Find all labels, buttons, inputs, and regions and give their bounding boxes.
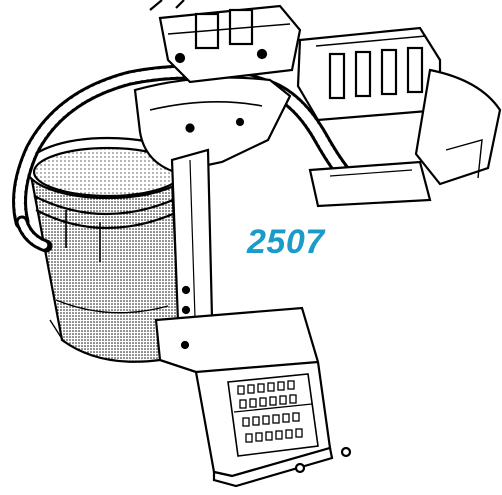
- forearm-assembly: [296, 26, 502, 208]
- bucket: [24, 136, 192, 363]
- control-panel: [227, 373, 319, 457]
- model-number-label: 2507: [247, 223, 325, 261]
- column: [170, 148, 214, 324]
- shoulder-housing: [133, 76, 292, 174]
- wrist-mechanism: [149, 0, 302, 84]
